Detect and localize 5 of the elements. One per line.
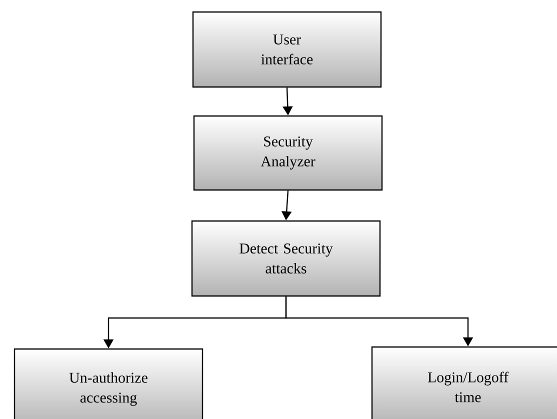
process-box: Un-authorize accessing — [14, 348, 204, 419]
process-box: Login/Logoff time — [371, 346, 557, 419]
process-box: Security Analyzer — [193, 115, 383, 191]
process-box: Detect Security attacks — [191, 220, 381, 297]
process-box: User interface — [192, 11, 382, 88]
